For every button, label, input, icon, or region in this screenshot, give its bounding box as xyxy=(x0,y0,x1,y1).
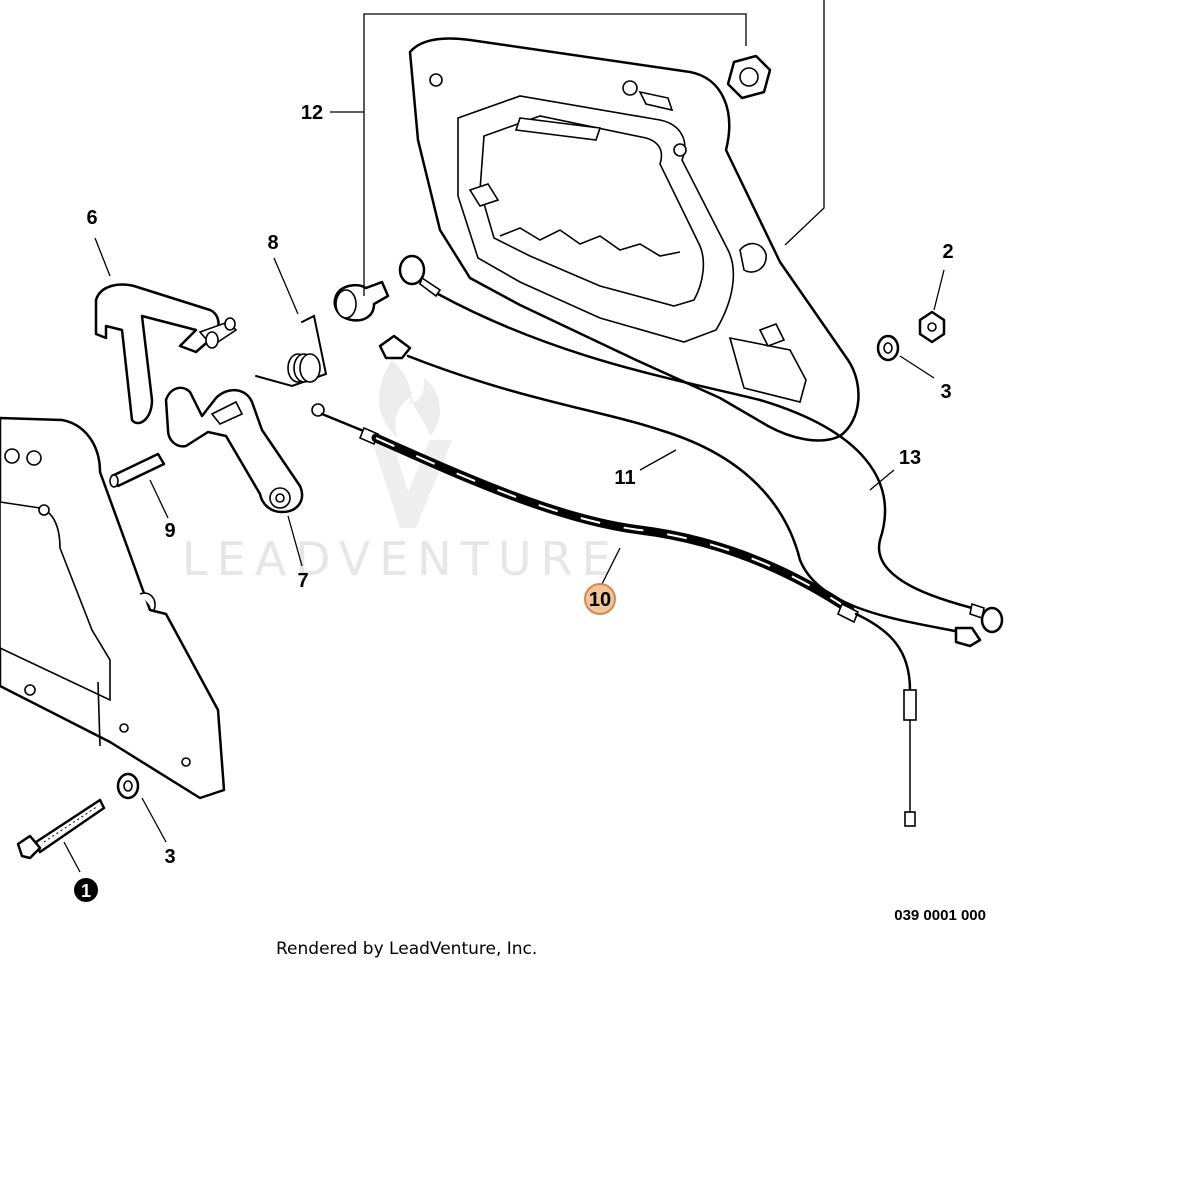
callout-8[interactable]: 8 xyxy=(267,232,278,254)
part-7-trigger[interactable] xyxy=(164,386,304,514)
part-housing-left xyxy=(0,416,226,800)
callout-11[interactable]: 11 xyxy=(614,467,635,489)
svg-text:1: 1 xyxy=(81,881,91,901)
diagram-code: 039 0001 000 xyxy=(894,907,986,924)
part-10-throttle-cable[interactable] xyxy=(311,403,917,827)
leader-lines xyxy=(63,0,945,873)
callout-12[interactable]: 12 xyxy=(301,102,323,124)
callout-9[interactable]: 9 xyxy=(164,520,175,542)
part-1-screw[interactable] xyxy=(16,798,106,860)
part-12-nut[interactable] xyxy=(726,54,772,100)
callout-2[interactable]: 2 xyxy=(942,241,953,263)
part-3-washer-bottom[interactable] xyxy=(116,772,140,800)
watermark-flame-icon xyxy=(379,360,441,438)
callout-3-bottom[interactable]: 3 xyxy=(164,846,175,868)
callout-6[interactable]: 6 xyxy=(86,207,97,229)
part-12-handle-frame[interactable] xyxy=(408,37,860,442)
svg-text:10: 10 xyxy=(589,589,611,611)
part-11-cable[interactable] xyxy=(378,334,982,648)
part-12-plug[interactable] xyxy=(333,280,390,322)
part-3-washer-right[interactable] xyxy=(876,334,900,362)
part-13-cable[interactable] xyxy=(398,254,1004,634)
callout-7[interactable]: 7 xyxy=(297,570,308,592)
render-credit: Rendered by LeadVenture, Inc. xyxy=(276,939,537,959)
watermark-text: LEADVENTURE xyxy=(182,532,620,586)
part-9-pin[interactable] xyxy=(109,452,166,488)
callout-10[interactable]: 10 xyxy=(584,583,616,615)
callout-13[interactable]: 13 xyxy=(899,447,921,469)
callout-1[interactable]: 1 xyxy=(74,878,98,902)
part-8-spring[interactable] xyxy=(255,314,328,388)
callout-3-right[interactable]: 3 xyxy=(940,381,951,403)
part-6-lever[interactable] xyxy=(94,283,238,425)
part-2-nut[interactable] xyxy=(918,310,946,344)
